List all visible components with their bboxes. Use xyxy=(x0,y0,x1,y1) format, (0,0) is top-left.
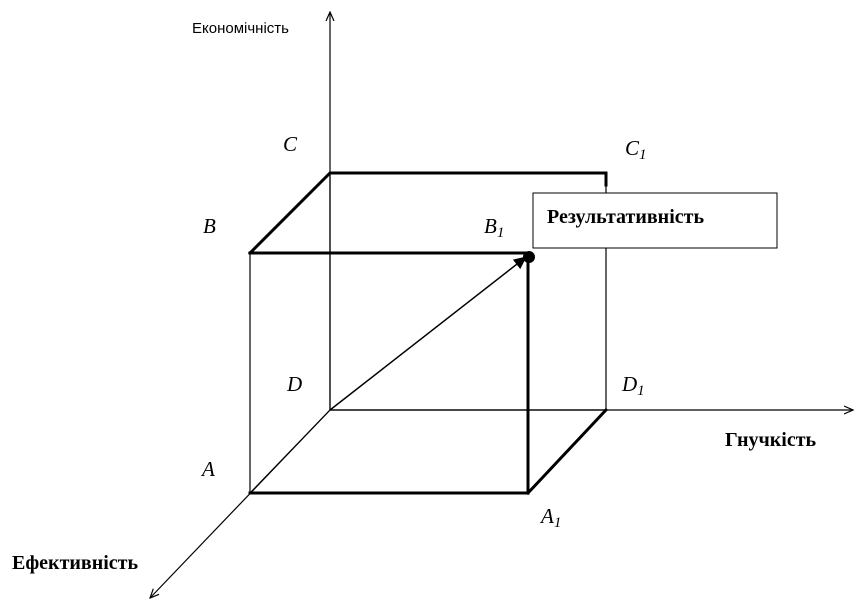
axis-label-horizontal: Гнучкість xyxy=(725,429,817,451)
axis-label-vertical: Економічність xyxy=(192,20,289,37)
result-point xyxy=(523,251,535,263)
result-label-box xyxy=(532,192,778,249)
vertex-label-c1: C1 xyxy=(625,136,647,163)
cube-top-face xyxy=(247,171,608,256)
axis-label-diagonal: Ефективність xyxy=(12,552,139,574)
vertex-label-a1: A1 xyxy=(539,504,561,531)
vertex-label-d1: D1 xyxy=(621,372,645,399)
vertex-label-a: A xyxy=(200,457,215,481)
vertex-label-c: C xyxy=(283,132,298,156)
vertex-label-d: D xyxy=(286,372,302,396)
vertex-label-b1: B1 xyxy=(484,214,504,241)
result-label: Результативність xyxy=(547,206,704,228)
result-vector xyxy=(329,256,527,411)
cube-edge-d-a xyxy=(249,409,331,494)
vertex-label-b: B xyxy=(203,214,216,238)
cube-edge-a1-d1 xyxy=(525,407,609,496)
